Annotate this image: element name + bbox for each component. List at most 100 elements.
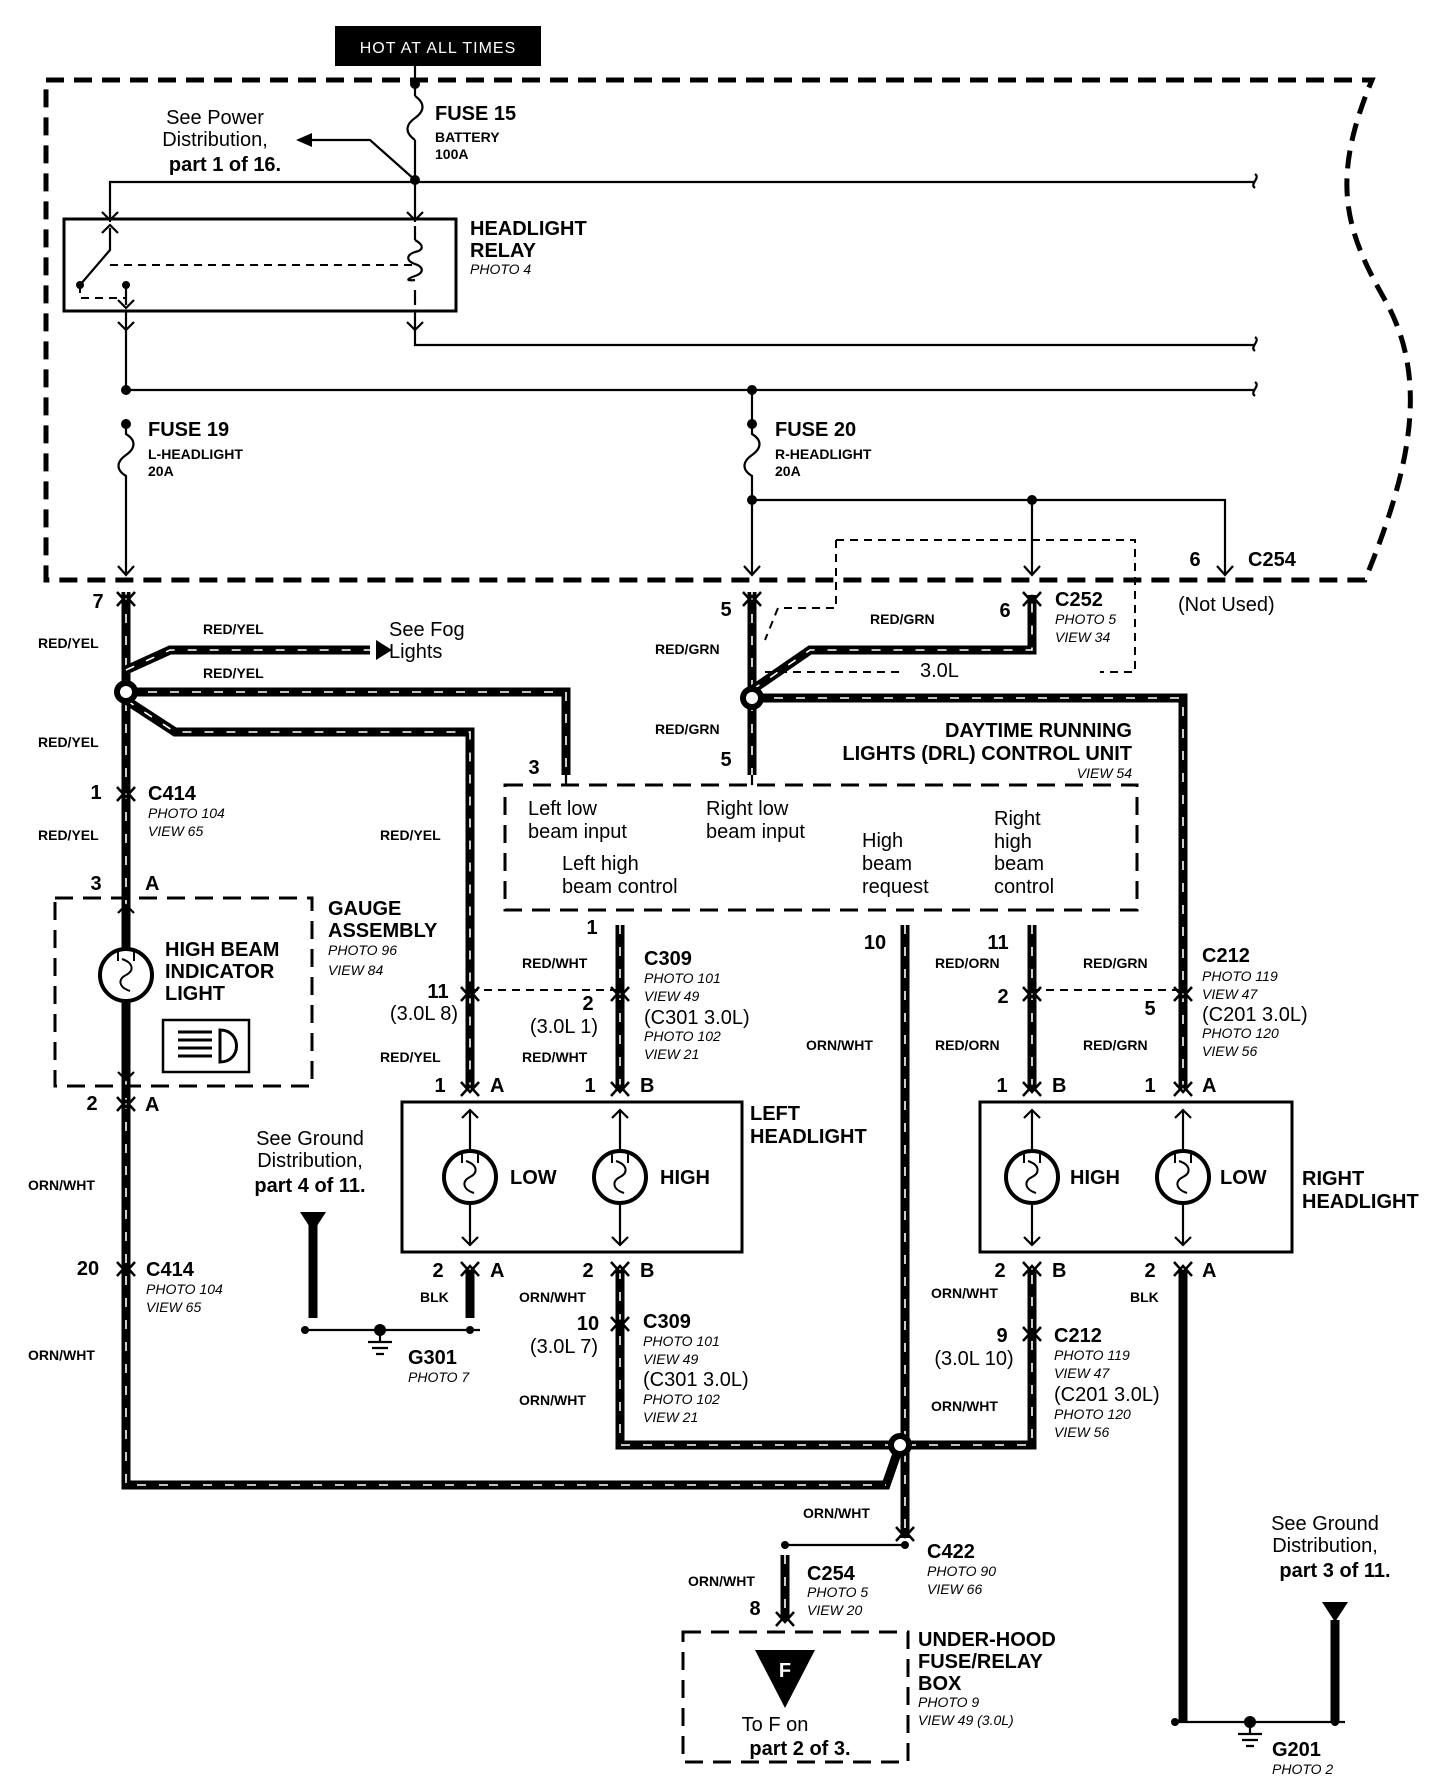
wire-label-right-2: RED/GRN bbox=[655, 721, 720, 737]
fuse20-amp: 20A bbox=[775, 463, 801, 479]
drl-high-req-3: request bbox=[862, 876, 929, 898]
drl-right-high-3: beam bbox=[994, 853, 1044, 875]
lh-pin-b2: B bbox=[640, 1260, 654, 1282]
left-headlight-box bbox=[400, 1100, 744, 1254]
lh-pin-1b: 1 bbox=[584, 1075, 595, 1097]
left-headlight-line1: LEFT bbox=[750, 1103, 800, 1125]
relay-line2: RELAY bbox=[470, 240, 537, 262]
drl-right-low-2: beam input bbox=[706, 821, 805, 843]
pin-5-drl: 5 bbox=[720, 749, 731, 771]
c309b-alt-view: VIEW 21 bbox=[643, 1409, 698, 1425]
wire-label-drl10: ORN/WHT bbox=[806, 1037, 873, 1053]
g301-ground-icon bbox=[368, 1330, 392, 1356]
fuse15-desc: BATTERY bbox=[435, 129, 500, 145]
high-beam-indicator-bulb-icon bbox=[98, 947, 154, 1003]
fuse20-desc: R-HEADLIGHT bbox=[775, 446, 872, 462]
c252-pin: 6 bbox=[999, 600, 1010, 622]
c414b-photo: PHOTO 104 bbox=[146, 1281, 223, 1297]
gauge-line2: ASSEMBLY bbox=[328, 920, 438, 942]
power-ref-line1: See Power bbox=[166, 107, 264, 129]
right-headlight-box bbox=[978, 1100, 1294, 1254]
wire-label-c212b: ORN/WHT bbox=[931, 1398, 998, 1414]
wire-label-gauge-2: ORN/WHT bbox=[28, 1347, 95, 1363]
g201-photo: PHOTO 2 bbox=[1272, 1761, 1333, 1777]
drl-title-2: LIGHTS (DRL) CONTROL UNIT bbox=[842, 743, 1132, 765]
c254-bottom-name: C254 bbox=[807, 1563, 856, 1585]
power-ref-line3: part 1 of 16. bbox=[169, 154, 281, 176]
wire-label-rh-high-out: ORN/WHT bbox=[931, 1285, 998, 1301]
rh-pin-a: A bbox=[1202, 1075, 1216, 1097]
c212-alt-view: VIEW 56 bbox=[1202, 1043, 1257, 1059]
fuse19-name: FUSE 19 bbox=[148, 419, 229, 441]
c212b-alt: (C201 3.0L) bbox=[1054, 1384, 1160, 1406]
g301-photo: PHOTO 7 bbox=[408, 1369, 470, 1385]
wire-label-c309b: ORN/WHT bbox=[519, 1392, 586, 1408]
pin-10-drl: 10 bbox=[864, 932, 886, 954]
c422-view: VIEW 66 bbox=[927, 1581, 982, 1597]
variant-30l: 3.0L bbox=[920, 660, 959, 682]
ground-ref-left-3: part 4 of 11. bbox=[254, 1175, 365, 1197]
c212b-photo: PHOTO 119 bbox=[1054, 1347, 1130, 1363]
c212b-note: (3.0L 10) bbox=[934, 1348, 1013, 1370]
c309-alt: (C301 3.0L) bbox=[644, 1007, 750, 1029]
right-headlight-line2: HEADLIGHT bbox=[1302, 1191, 1419, 1213]
pin-5-top: 5 bbox=[720, 599, 731, 621]
wire-label-c252: RED/GRN bbox=[870, 611, 935, 627]
g201-ground-icon bbox=[1238, 1722, 1262, 1748]
pin-2-c309: 2 bbox=[582, 993, 593, 1015]
ref-triangle-icon bbox=[755, 1650, 815, 1708]
gauge-ind3: LIGHT bbox=[165, 983, 225, 1005]
wire-label-blk-right: BLK bbox=[1130, 1289, 1159, 1305]
right-headlight-low: LOW bbox=[1220, 1167, 1267, 1189]
c309-alt-view: VIEW 21 bbox=[644, 1046, 699, 1062]
gauge-ind1: HIGH BEAM bbox=[165, 939, 279, 961]
wire-label-c309-rw2: RED/WHT bbox=[522, 1049, 588, 1065]
c212b-alt-photo: PHOTO 120 bbox=[1054, 1406, 1131, 1422]
c212-alt-photo: PHOTO 120 bbox=[1202, 1025, 1279, 1041]
pin-1-drl: 1 bbox=[586, 917, 597, 939]
right-headlight-high: HIGH bbox=[1070, 1167, 1120, 1189]
c212b-alt-view: VIEW 56 bbox=[1054, 1424, 1109, 1440]
fuse-box-line2: FUSE/RELAY bbox=[918, 1651, 1044, 1673]
left-high-bulb-icon bbox=[592, 1149, 648, 1205]
c212b-name: C212 bbox=[1054, 1325, 1102, 1347]
wire-label-blk-left: BLK bbox=[420, 1289, 449, 1305]
ground-ref-right-2: Distribution, bbox=[1272, 1535, 1378, 1557]
c414b-view: VIEW 65 bbox=[146, 1299, 201, 1315]
fuse15-name: FUSE 15 bbox=[435, 103, 516, 125]
drl-right-low-1: Right low bbox=[706, 798, 789, 820]
rh-pin-b2: B bbox=[1052, 1260, 1066, 1282]
rh-pin-2a: 2 bbox=[1144, 1260, 1155, 1282]
relay-line1: HEADLIGHT bbox=[470, 218, 587, 240]
rh-pin-1b: 1 bbox=[996, 1075, 1007, 1097]
c254-top-name: C254 bbox=[1248, 549, 1297, 571]
rh-pin-2b: 2 bbox=[994, 1260, 1005, 1282]
drl-left-high-1: Left high bbox=[562, 853, 639, 875]
pin-7: 7 bbox=[92, 591, 103, 613]
relay-photo: PHOTO 4 bbox=[470, 261, 531, 277]
drl-left-low-1: Left low bbox=[528, 798, 597, 820]
pin-2-gauge: 2 bbox=[86, 1093, 97, 1115]
c309-view: VIEW 49 bbox=[644, 988, 699, 1004]
wire-label-c212-ro2: RED/ORN bbox=[935, 1037, 1000, 1053]
wire-label-c309-ry: RED/YEL bbox=[380, 1049, 441, 1065]
fuse-box-line1: UNDER-HOOD bbox=[918, 1629, 1056, 1651]
drl-view: VIEW 54 bbox=[1077, 765, 1132, 781]
drl-left-high-2: beam control bbox=[562, 876, 678, 898]
c254-bottom-photo: PHOTO 5 bbox=[807, 1584, 868, 1600]
pin-11-c309: 11 bbox=[427, 981, 448, 1003]
wire-label-left-2: RED/YEL bbox=[38, 734, 99, 750]
g201-name: G201 bbox=[1272, 1739, 1321, 1761]
gauge-photo: PHOTO 96 bbox=[328, 942, 397, 958]
c252-view: VIEW 34 bbox=[1055, 629, 1110, 645]
drl-right-high-1: Right bbox=[994, 808, 1041, 830]
ground-ref-left-1: See Ground bbox=[256, 1128, 364, 1150]
c422-name: C422 bbox=[927, 1541, 975, 1563]
pin-3-drl: 3 bbox=[528, 757, 539, 779]
fuse19-desc: L-HEADLIGHT bbox=[148, 446, 243, 462]
c309b-note: (3.0L 7) bbox=[530, 1336, 598, 1358]
wires bbox=[121, 592, 1340, 1722]
right-high-bulb-icon bbox=[1004, 1149, 1060, 1205]
pin-3-gauge: 3 bbox=[90, 873, 101, 895]
